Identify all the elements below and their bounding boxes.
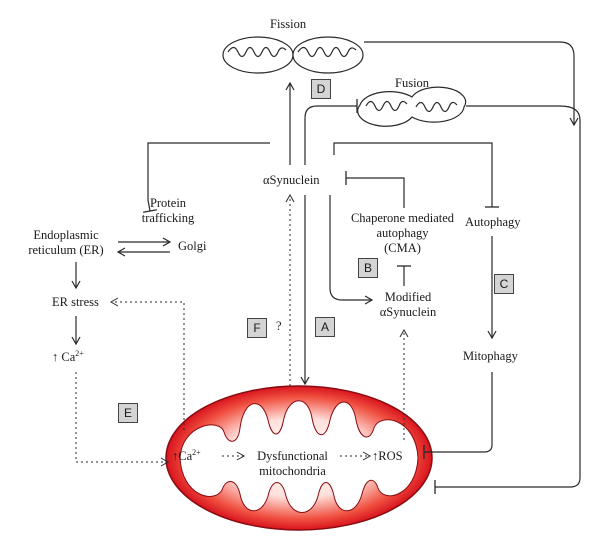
fusion-mitochondria xyxy=(357,86,467,127)
fission-mitochondria xyxy=(222,36,364,74)
cma-line-1: Chaperone mediated xyxy=(350,211,455,225)
cma-line-2: autophagy xyxy=(376,226,429,240)
pathway-box-a: A xyxy=(315,317,335,337)
dysfunctional-mitochondrion xyxy=(165,385,433,531)
er-stress-label: ER stress xyxy=(52,295,99,309)
pathway-box-d: D xyxy=(311,79,331,99)
er-label: Endoplasmic reticulum (ER) xyxy=(11,228,121,258)
autophagy-label: Autophagy xyxy=(465,215,521,229)
pathway-box-e: E xyxy=(118,403,138,423)
er-line-1: Endoplasmic xyxy=(33,228,99,242)
fission-label: Fission xyxy=(270,17,307,31)
pathway-box-f: F xyxy=(247,318,267,338)
calcium-label: ↑ Ca2+ xyxy=(52,348,84,365)
mitophagy-label: Mitophagy xyxy=(463,349,518,363)
protein-trafficking-label: Protein trafficking xyxy=(128,196,208,226)
calcium-text: ↑ Ca xyxy=(52,350,76,364)
cma-line-3: (CMA) xyxy=(384,241,421,255)
fusion-label: Fusion xyxy=(395,76,430,90)
protein-trafficking-line-2: trafficking xyxy=(141,211,195,225)
ros-label: ↑ROS xyxy=(372,449,403,463)
mito-calcium-label: ↑Ca2+ xyxy=(172,447,201,464)
mito-calcium-text: ↑Ca xyxy=(172,449,193,463)
dysfunctional-line-1: Dysfunctional xyxy=(257,449,328,463)
golgi-label: Golgi xyxy=(178,239,207,253)
mito-calcium-superscript: 2+ xyxy=(192,447,201,457)
pathway-box-c: C xyxy=(494,274,514,294)
dysfunctional-mitochondria-label: Dysfunctional mitochondria xyxy=(245,449,340,479)
unknown-mark: ? xyxy=(276,319,282,333)
modified-line-1: Modified xyxy=(384,290,432,304)
calcium-superscript: 2+ xyxy=(75,348,84,358)
protein-trafficking-line-1: Protein xyxy=(149,196,187,210)
dysfunctional-line-2: mitochondria xyxy=(259,464,326,478)
pathway-box-b: B xyxy=(358,258,378,278)
cma-label: Chaperone mediated autophagy (CMA) xyxy=(335,211,470,256)
alpha-synuclein-label: αSynuclein xyxy=(263,173,320,187)
er-line-2: reticulum (ER) xyxy=(28,243,104,257)
modified-line-2: αSynuclein xyxy=(379,305,437,319)
modified-synuclein-label: Modified αSynuclein xyxy=(368,290,448,320)
